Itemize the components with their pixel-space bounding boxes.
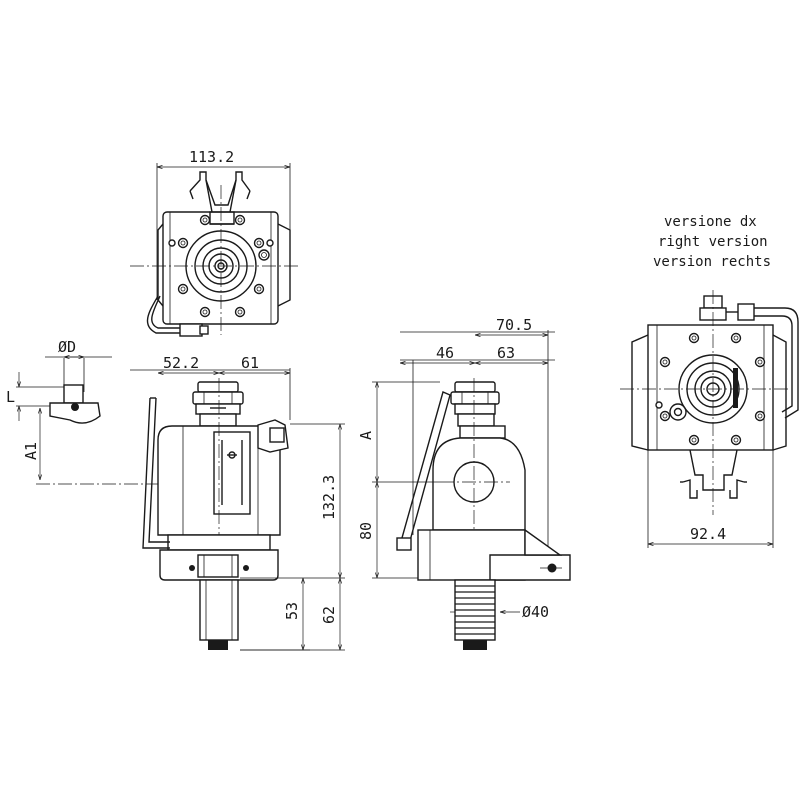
thread-lines	[455, 585, 495, 635]
dim-diameter-d: ØD	[58, 338, 76, 356]
dim-height-132: 132.3	[320, 475, 338, 520]
right-version-view: versione dx right version version rechts	[620, 214, 799, 548]
version-label-en: right version	[658, 234, 768, 250]
dim-side-63: 63	[497, 344, 515, 362]
dim-front-right: 61	[241, 354, 259, 372]
dim-side-70: 70.5	[496, 316, 532, 334]
dim-diameter-40: Ø40	[522, 603, 549, 621]
label-l: L	[6, 388, 15, 406]
dim-height-62: 62	[320, 606, 338, 624]
dim-top-width: 113.2	[189, 148, 234, 166]
label-a1: A1	[22, 442, 40, 460]
dim-side-46: 46	[436, 344, 454, 362]
dim-front-left: 52.2	[163, 354, 199, 372]
dim-right-width: 92.4	[690, 525, 726, 543]
dim-height-80: 80	[357, 522, 375, 540]
side-view: 70.5 46 63	[357, 316, 571, 650]
top-view: 113.2	[130, 148, 300, 337]
label-a: A	[357, 431, 375, 440]
detail-view: ØD L A1	[6, 338, 230, 485]
version-label-de: version rechts	[653, 254, 771, 270]
dim-height-53: 53	[283, 602, 301, 620]
front-view: 52.2 61	[130, 354, 345, 651]
version-label-it: versione dx	[664, 214, 757, 230]
